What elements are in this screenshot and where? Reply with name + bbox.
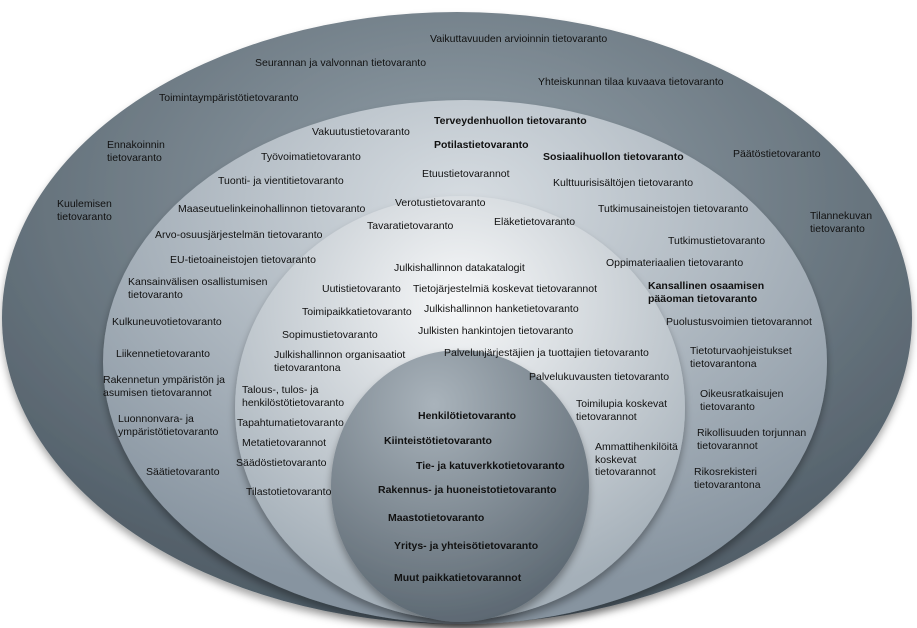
third-label: Palvelukuvausten tietovaranto (529, 371, 670, 383)
outer-label: Yhteiskunnan tilaa kuvaava tietovaranto (538, 76, 724, 88)
second-label: Oppimateriaalien tietovaranto (606, 257, 744, 269)
core-label: Rakennus- ja huoneistotietovaranto (378, 484, 557, 496)
third-label: Sopimustietovaranto (282, 329, 378, 341)
third-label: Palvelunjärjestäjien ja tuottajien tieto… (444, 347, 649, 359)
second-label: Rikosrekisteri tietovarantona (694, 466, 761, 491)
second-label: Säätietovaranto (146, 466, 220, 478)
outer-label: Vaikuttavuuden arvioinnin tietovaranto (430, 33, 608, 45)
outer-label: Ennakoinnin tietovaranto (107, 139, 165, 164)
second-label: Tutkimusaineistojen tietovaranto (598, 203, 749, 215)
third-label: Julkishallinnon datakatalogit (394, 262, 525, 274)
second-label: Sosiaalihuollon tietovaranto (543, 151, 684, 163)
core-label: Yritys- ja yhteisötietovaranto (394, 540, 539, 552)
second-label: Tavaratietovaranto (367, 220, 454, 232)
second-label: Tutkimustietovaranto (668, 235, 766, 247)
third-label: Ammattihenkilöitä koskevat tietovarannot (595, 441, 678, 478)
third-label: Säädöstietovaranto (236, 457, 327, 469)
second-label: Kansainvälisen osallistumisen tietovaran… (128, 276, 268, 301)
core-label: Kiinteistötietovaranto (384, 435, 492, 447)
second-label: Luonnonvara- ja ympäristötietovaranto (118, 413, 219, 438)
core-label: Henkilötietovaranto (418, 410, 517, 422)
third-label: Toimilupia koskevat tietovarannot (576, 398, 668, 423)
core-label: Tie- ja katuverkkotietovaranto (416, 460, 565, 472)
second-label: Verotustietovaranto (395, 197, 486, 209)
third-label: Uutistietovaranto (322, 283, 401, 295)
second-label: Rakennetun ympäristön ja asumisen tietov… (103, 374, 225, 399)
second-label: Etuustietovarannot (422, 168, 510, 180)
third-label: Julkishallinnon hanketietovaranto (424, 303, 579, 315)
third-label: Julkisten hankintojen tietovaranto (418, 325, 574, 337)
second-label: Kansallinen osaamisen pääoman tietovaran… (648, 280, 765, 305)
second-label: Maaseutuelinkeinohallinnon tietovaranto (178, 203, 366, 215)
second-label: Arvo-osuusjärjestelmän tietovaranto (155, 229, 323, 241)
second-label: Tietoturvaohjeistukset tietovarantona (690, 345, 792, 370)
outer-label: Kuulemisen tietovaranto (57, 198, 112, 223)
second-label: Liikennetietovaranto (116, 348, 210, 360)
outer-label: Päätöstietovaranto (733, 148, 821, 160)
outer-label: Seurannan ja valvonnan tietovaranto (255, 57, 427, 69)
third-label: Julkishallinnon organisaatiot tietovaran… (274, 349, 406, 374)
outer-label: Tilannekuvan tietovaranto (810, 210, 873, 235)
second-label: Tuonti- ja vientitietovaranto (218, 175, 344, 187)
second-label: Kulkuneuvotietovaranto (112, 316, 222, 328)
third-label: Tapahtumatietovaranto (237, 417, 344, 429)
core-ring (331, 350, 589, 622)
second-label: Eläketietovaranto (494, 216, 576, 228)
second-label: EU-tietoaineistojen tietovaranto (170, 254, 316, 266)
second-label: Potilastietovaranto (434, 139, 529, 151)
core-label: Muut paikkatietovarannot (394, 572, 522, 584)
second-label: Kulttuurisisältöjen tietovaranto (553, 177, 694, 189)
third-label: Tilastotietovaranto (246, 486, 332, 498)
second-label: Terveydenhuollon tietovaranto (434, 115, 587, 127)
outer-label: Toimintaympäristötietovaranto (159, 92, 299, 104)
core-label: Maastotietovaranto (388, 512, 485, 524)
second-label: Rikollisuuden torjunnan tietovarannot (697, 427, 807, 452)
second-label: Työvoimatietovaranto (261, 151, 361, 163)
third-label: Metatietovarannot (242, 437, 327, 449)
third-label: Tietojärjestelmiä koskevat tietovarannot (413, 283, 598, 295)
third-label: Talous-, tulos- ja henkilöstötietovarant… (242, 384, 345, 409)
third-label: Toimipaikkatietovaranto (302, 306, 412, 318)
second-label: Oikeusratkaisujen tietovaranto (700, 388, 784, 413)
second-label: Puolustusvoimien tietovarannot (666, 316, 812, 328)
second-label: Vakuutustietovaranto (312, 126, 410, 138)
